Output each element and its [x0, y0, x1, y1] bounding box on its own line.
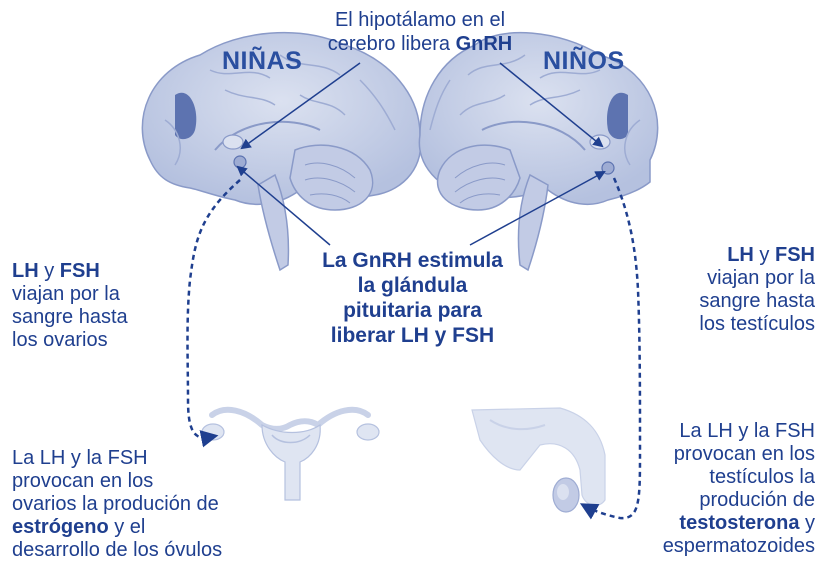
testosterone-keyword: testosterona — [679, 512, 800, 534]
ovaries-effect-line1: La LH y la FSH — [12, 447, 148, 469]
lh-keyword-left: LH — [12, 260, 39, 282]
arrows — [186, 62, 642, 520]
testicles-effect-line3: testículos la — [709, 466, 815, 488]
boys-label: NIÑOS — [543, 47, 625, 75]
boy-brain-illustration — [418, 31, 659, 272]
hypothalamus-arrow-right — [499, 62, 604, 148]
gnrh-arrow-left — [236, 165, 331, 246]
ovaries-effect-caption: La LH y la FSH provocan en los ovarios l… — [12, 447, 282, 562]
center-line1: La GnRH estimula — [322, 249, 503, 272]
gnrh-stimulation-caption: La GnRH estimula la glándula pituitaria … — [300, 248, 525, 348]
testicles-effect-line4: produción de — [699, 489, 815, 511]
hypothalamus-caption: El hipotálamo en el cerebro libera GnRH — [320, 8, 520, 56]
boys-blood-caption: LH y FSH viajan por la sangre hasta los … — [655, 244, 815, 336]
testicles-effect-line1: La LH y la FSH — [679, 420, 815, 442]
boys-blood-line4: los testículos — [699, 313, 815, 335]
girl-brain-illustration — [141, 31, 422, 272]
fsh-keyword-left: FSH — [59, 260, 100, 282]
ovaries-effect-line5: desarrollo de los óvulos — [12, 539, 223, 561]
gnrh-arrow-right — [469, 170, 606, 246]
ovaries-effect-line4-rest: y el — [108, 516, 146, 538]
boys-blood-line3: sangre hasta — [699, 290, 815, 312]
girls-blood-caption: LH y FSH viajan por la sangre hasta los … — [12, 260, 182, 352]
testicles-effect-line6: espermatozoides — [662, 535, 815, 557]
and-right: y — [753, 244, 775, 266]
testicles-effect-caption: La LH y la FSH provocan en los testículo… — [620, 420, 815, 558]
ovaries-effect-line2: provocan en los — [12, 470, 154, 492]
center-line3: pituitaria para — [343, 299, 482, 322]
estrogen-keyword: estrógeno — [12, 516, 109, 538]
fsh-keyword-right: FSH — [775, 244, 815, 266]
hypothalamus-arrow-left — [240, 62, 361, 150]
hypothalamus-caption-line1: El hipotálamo en el — [334, 9, 506, 31]
boys-blood-line2: viajan por la — [707, 267, 815, 289]
and-left: y — [38, 260, 60, 282]
testicles-effect-line2: provocan en los — [673, 443, 815, 465]
blood-path-left — [186, 179, 241, 448]
girls-blood-line2: viajan por la — [12, 283, 120, 305]
gnrh-keyword: GnRH — [455, 33, 513, 55]
girls-label: NIÑAS — [222, 47, 303, 75]
center-line2: la glándula — [357, 274, 468, 297]
center-line4: liberar LH y FSH — [330, 324, 495, 347]
blood-path-right — [579, 177, 642, 520]
hypothalamus-caption-line2: cerebro libera — [327, 33, 456, 55]
girls-blood-line4: los ovarios — [12, 329, 108, 351]
male-organs-illustration — [471, 407, 606, 513]
testicles-effect-line5-rest: y — [799, 512, 815, 534]
girls-blood-line3: sangre hasta — [12, 306, 128, 328]
ovaries-effect-line3: ovarios la produción de — [12, 493, 219, 515]
lh-keyword-right: LH — [727, 244, 754, 266]
